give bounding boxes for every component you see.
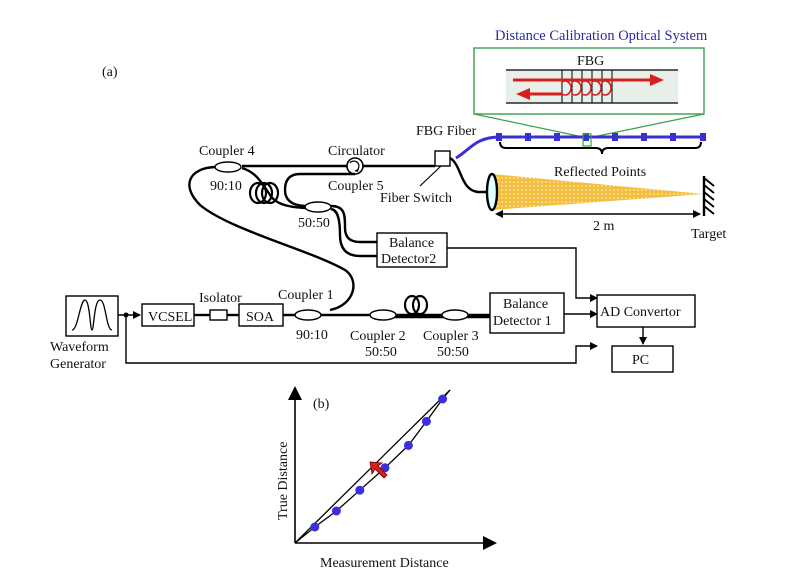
coupler-4-label: Coupler 4 [199, 144, 255, 159]
fiber-coil-delay [248, 181, 280, 205]
lens-icon [485, 172, 499, 212]
svg-text:Balance: Balance [503, 297, 548, 312]
fbg-grating [561, 70, 613, 103]
reflected-points-brace [499, 141, 702, 155]
soa: SOA [238, 303, 284, 327]
svg-text:Detector2: Detector2 [381, 252, 436, 267]
fiber-coil-reference [403, 294, 429, 316]
isolator-label: Isolator [199, 291, 242, 306]
fbg-fiber-label: FBG Fiber [416, 124, 477, 139]
calibration-point-7 [438, 394, 448, 404]
pc: PC [611, 345, 674, 373]
circulator-label: Circulator [328, 144, 385, 159]
waveform-icon [71, 299, 113, 331]
coupler-2 [369, 309, 397, 321]
coupler-3-label: Coupler 3 [423, 329, 479, 344]
ad-convertor: AD Convertor [596, 294, 696, 328]
coupler-1 [294, 309, 322, 321]
balance-detector-1: Balance Detector 1 [489, 292, 565, 334]
correction-arrow-icon [369, 461, 388, 479]
panel-b-label: (b) [313, 397, 330, 412]
circulator-icon [346, 157, 364, 175]
svg-text:PC: PC [632, 353, 649, 368]
distance-label: 2 m [593, 219, 615, 234]
coupler-3-ratio: 50:50 [437, 345, 469, 360]
inset-title: Distance Calibration Optical System [495, 28, 708, 44]
coupler-4-ratio: 90:10 [210, 179, 242, 194]
balance-detector-2: Balance Detector2 [376, 232, 448, 268]
coupler-5 [304, 201, 332, 213]
panel-a-label: (a) [102, 65, 118, 80]
waveform-generator [65, 295, 119, 337]
coupler-2-ratio: 50:50 [365, 345, 397, 360]
trigger-line [125, 315, 598, 364]
calibration-point-4 [380, 463, 390, 473]
coupler-5-label: Coupler 5 [328, 179, 384, 194]
target-mirror-icon [702, 176, 715, 216]
calibration-point-1 [310, 522, 320, 532]
svg-text:SOA: SOA [246, 310, 275, 325]
coupler-1-ratio: 90:10 [296, 328, 328, 343]
coupler-1-label: Coupler 1 [278, 288, 334, 303]
waveform-label-1: Waveform [50, 340, 109, 355]
calibration-point-6 [421, 416, 431, 426]
free-space-beam [485, 172, 704, 212]
fiber-switch-label: Fiber Switch [380, 191, 452, 206]
coupler-3 [441, 309, 469, 321]
fiber-switch [434, 150, 451, 167]
x-axis-label: Measurement Distance [320, 556, 449, 571]
fbg-inset: FBG [473, 47, 705, 138]
coupler-5-ratio: 50:50 [298, 216, 330, 231]
waveform-label-2: Generator [50, 357, 106, 372]
calibration-point-3 [355, 485, 365, 495]
coupler-4 [214, 161, 242, 173]
calibration-point-5 [403, 440, 413, 450]
svg-text:AD Convertor: AD Convertor [600, 305, 681, 320]
reflected-points-label: Reflected Points [554, 165, 646, 180]
fiber-c4-c1 [188, 165, 355, 312]
svg-text:Balance: Balance [389, 236, 434, 251]
inset-fbg-label: FBG [577, 54, 604, 69]
calibration-point-2 [331, 506, 341, 516]
vcsel: VCSEL [141, 303, 195, 327]
target-label: Target [691, 227, 726, 242]
svg-text:Detector 1: Detector 1 [493, 314, 552, 329]
isolator [209, 309, 228, 321]
coupler-2-label: Coupler 2 [350, 329, 406, 344]
fbg-fiber [455, 133, 706, 160]
calibration-plot: (b) True Distance Measurement Distance [276, 386, 497, 571]
svg-text:VCSEL: VCSEL [148, 310, 192, 325]
y-axis-label: True Distance [276, 442, 291, 520]
